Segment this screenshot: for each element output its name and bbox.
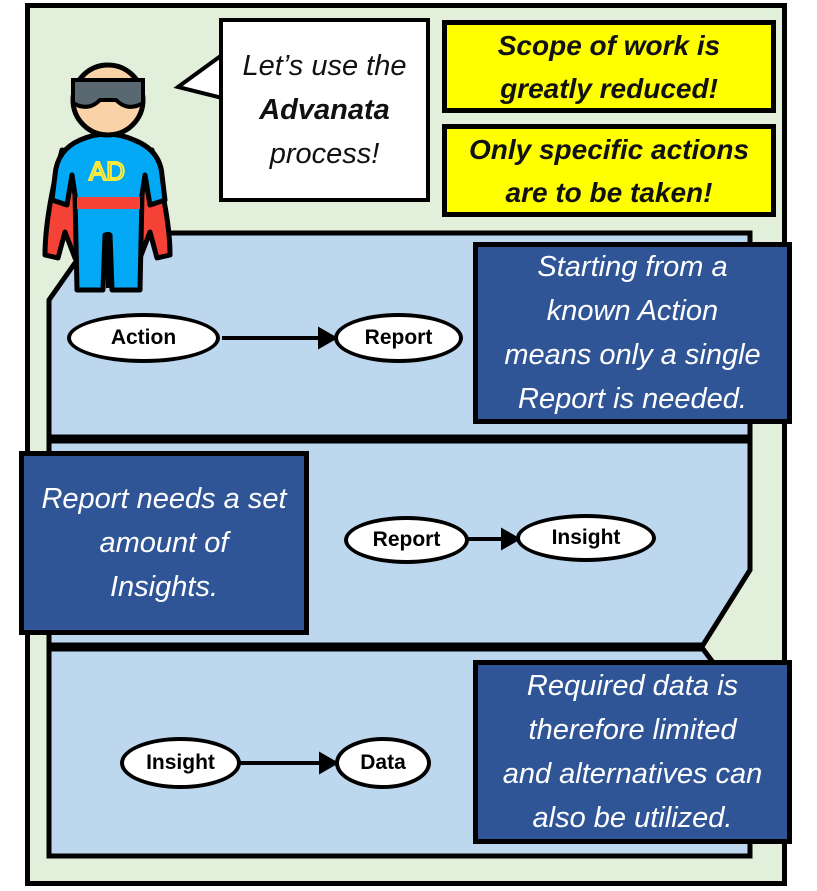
speech-tail: [173, 51, 224, 101]
arrow-insight-data: [238, 751, 340, 775]
callout-actions-line-2: are to be taken!: [505, 176, 713, 208]
note-line: amount of: [99, 527, 229, 559]
arrow-action-report: [222, 326, 339, 350]
node-action: Action: [67, 313, 220, 363]
node-report: Report: [334, 313, 463, 363]
superhero-icon: AD: [42, 62, 173, 293]
note-line: Required data is: [526, 670, 739, 702]
note-panel-1: Starting from a known Action means only …: [473, 242, 792, 424]
node-report: Report: [344, 516, 469, 564]
note-line: and alternatives can: [502, 758, 763, 790]
note-line: means only a single: [504, 339, 761, 371]
node-insight: Insight: [516, 514, 656, 562]
callout-actions: Only specific actions are to be taken!: [442, 124, 776, 217]
note-line: Starting from a: [537, 251, 728, 283]
speech-line-2: Advanata: [259, 94, 390, 126]
note-line: Insights.: [110, 571, 218, 603]
node-insight: Insight: [120, 737, 241, 789]
speech-line-3: process!: [269, 138, 380, 170]
callout-scope: Scope of work is greatly reduced!: [442, 20, 776, 113]
speech-bubble: Let’s use the Advanata process!: [219, 18, 430, 202]
svg-text:AD: AD: [89, 156, 125, 186]
arrow-report-insight: [468, 527, 522, 551]
note-panel-2: Report needs a set amount of Insights.: [19, 451, 309, 635]
note-line: Report needs a set: [41, 483, 287, 515]
callout-scope-line-2: greatly reduced!: [500, 72, 718, 104]
note-line: also be utilized.: [532, 802, 733, 834]
note-panel-3: Required data is therefore limited and a…: [473, 660, 792, 844]
note-line: Report is needed.: [518, 383, 747, 415]
note-line: known Action: [546, 295, 719, 327]
node-data: Data: [335, 737, 431, 789]
speech-line-1: Let’s use the: [242, 50, 407, 82]
callout-actions-line-1: Only specific actions: [468, 133, 750, 165]
note-line: therefore limited: [528, 714, 737, 746]
callout-scope-line-1: Scope of work is: [497, 29, 721, 61]
